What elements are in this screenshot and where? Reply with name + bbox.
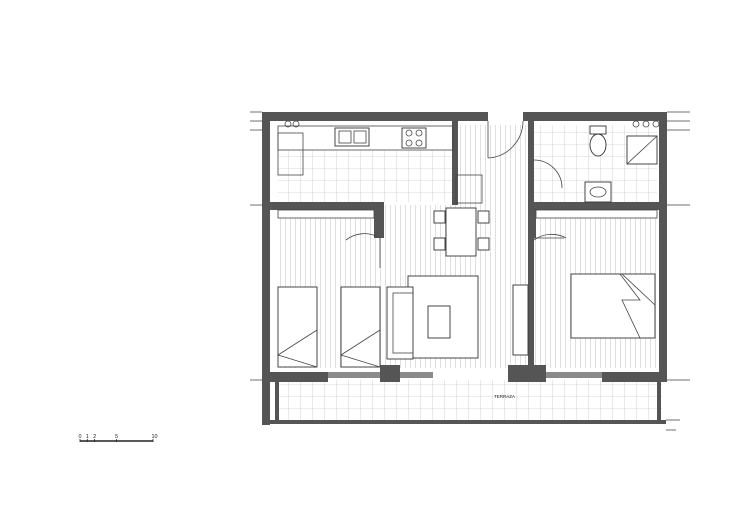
toilet-bowl: [589, 133, 607, 157]
twin-bed-2: [340, 286, 381, 368]
bedroom-right: [533, 209, 658, 339]
coffee-table: [427, 305, 451, 339]
toilet-tank: [589, 125, 607, 135]
dining-set: [433, 207, 490, 257]
living-room: [386, 275, 529, 360]
scale-bar-label: 5: [115, 434, 118, 440]
scale-bar-label: 10: [152, 434, 158, 440]
scale-bar-label: 2: [93, 434, 96, 440]
walls: [262, 112, 667, 425]
utility-cabinet: [455, 174, 483, 204]
exterior-fragments: [250, 111, 690, 431]
washbasin: [584, 181, 612, 203]
double-bed: [570, 273, 656, 339]
wardrobe-right: [535, 209, 658, 219]
sofa: [386, 286, 414, 360]
bedroom-left: [277, 209, 381, 368]
scale-bar-label: 0: [79, 434, 82, 440]
dining-table: [445, 207, 477, 257]
tv-cabinet: [512, 284, 529, 356]
scale-bar-label: 1: [86, 434, 89, 440]
cooktop: [401, 127, 427, 149]
terrace-floor: [278, 380, 662, 423]
kitchen-floor: [278, 150, 456, 202]
bathroom: [533, 125, 658, 203]
terrace-label: TERRAZA: [494, 394, 515, 399]
kitchen: [277, 125, 483, 204]
wardrobe-left: [277, 209, 375, 219]
kitchen-sink: [334, 127, 370, 147]
corridor-floor: [456, 125, 528, 205]
entry-door: [487, 120, 524, 159]
fridge: [277, 132, 304, 176]
twin-bed-1: [277, 286, 318, 368]
